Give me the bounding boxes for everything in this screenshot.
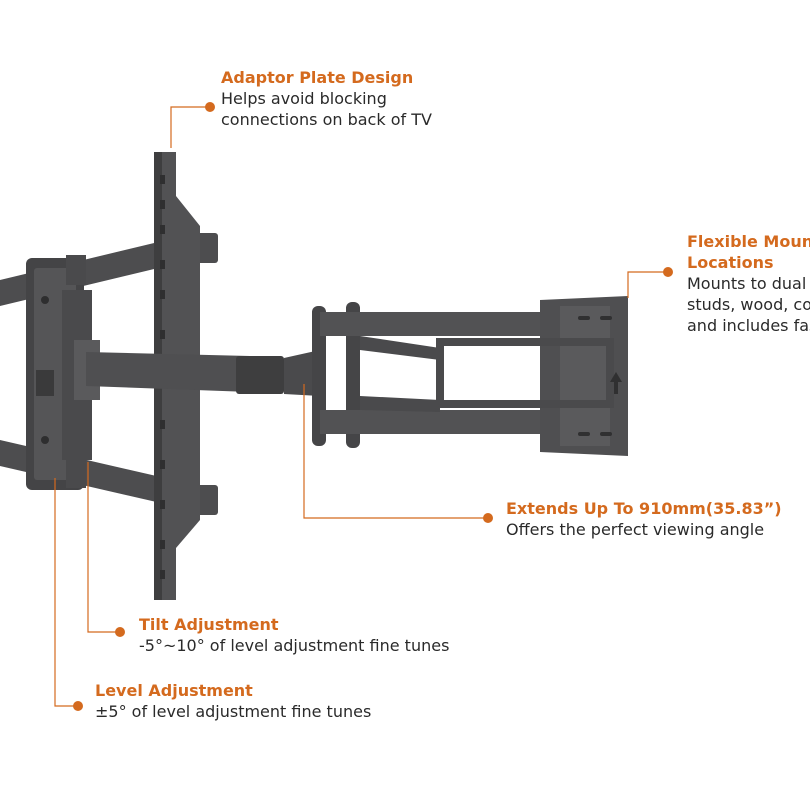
adaptor-title: Adaptor Plate Design xyxy=(221,68,414,87)
adaptor-dot xyxy=(205,102,215,112)
tilt-title: Tilt Adjustment xyxy=(139,615,279,634)
extends-desc: Offers the perfect viewing angle xyxy=(506,520,765,539)
tilt-callout: Tilt Adjustment -5°~10° of level adjustm… xyxy=(139,614,449,656)
level-title: Level Adjustment xyxy=(95,681,253,700)
extension-arm xyxy=(86,302,540,448)
tilt-dot xyxy=(115,627,125,637)
level-desc: ±5° of level adjustment fine tunes xyxy=(95,702,372,721)
flexible-dot xyxy=(663,267,673,277)
flexible-desc-3: and includes fas xyxy=(687,316,810,335)
leader-lines xyxy=(54,106,668,707)
wall-plate xyxy=(436,296,628,456)
flexible-title-2: Locations xyxy=(687,253,774,272)
flexible-desc-2: studs, wood, cor xyxy=(687,295,810,314)
adaptor-desc-1: Helps avoid blocking xyxy=(221,89,387,108)
extends-callout: Extends Up To 910mm(35.83”) Offers the p… xyxy=(506,498,782,540)
leader-dots xyxy=(73,102,673,711)
level-callout: Level Adjustment ±5° of level adjustment… xyxy=(95,680,371,722)
tilt-plate xyxy=(26,255,100,490)
extends-dot xyxy=(483,513,493,523)
tilt-desc: -5°~10° of level adjustment fine tunes xyxy=(139,636,450,655)
level-dot xyxy=(73,701,83,711)
flexible-desc-1: Mounts to dual r xyxy=(687,274,810,293)
flexible-callout: Flexible Mount Locations Mounts to dual … xyxy=(687,231,810,336)
flexible-title-1: Flexible Mount xyxy=(687,232,810,251)
extends-title: Extends Up To 910mm(35.83”) xyxy=(506,499,782,518)
adaptor-desc-2: connections on back of TV xyxy=(221,110,432,129)
adaptor-callout: Adaptor Plate Design Helps avoid blockin… xyxy=(221,67,432,130)
